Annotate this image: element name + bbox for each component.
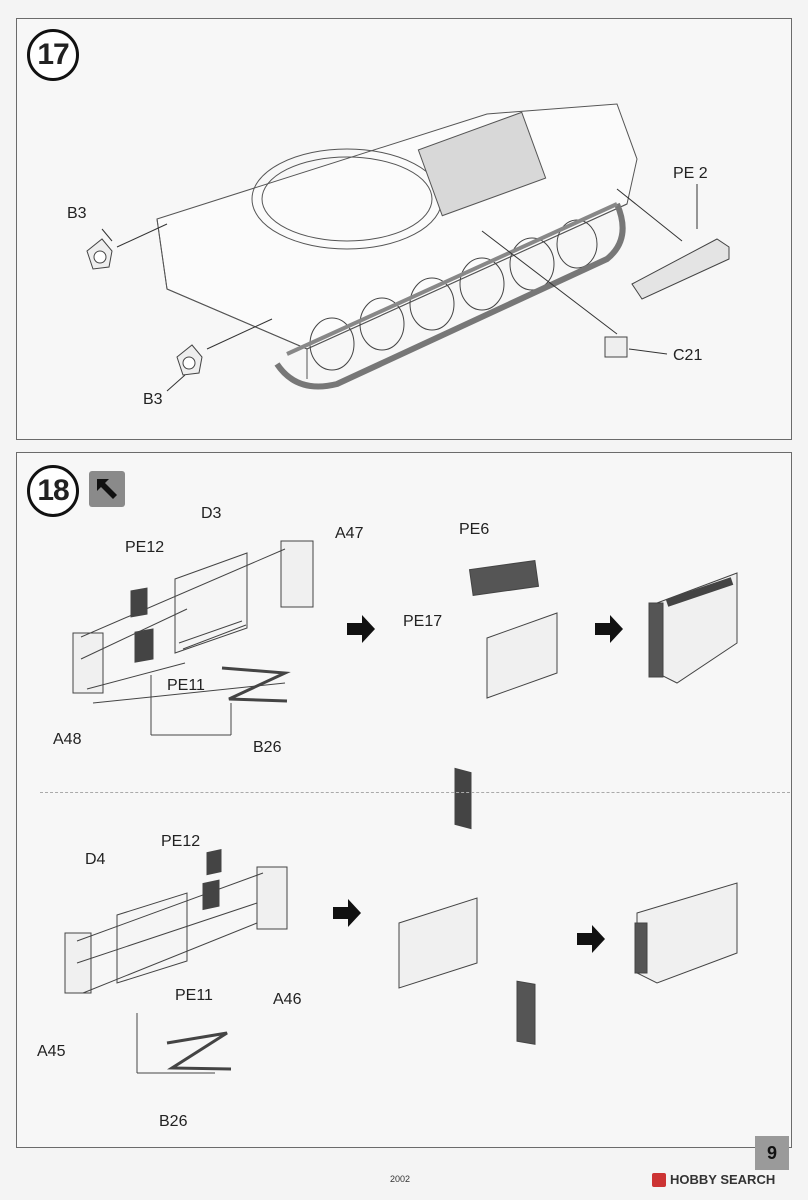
label-a48: A48 <box>53 731 82 748</box>
label-pe2: PE 2 <box>673 165 708 182</box>
section-divider <box>40 792 790 793</box>
label-pe12: PE12 <box>125 539 165 556</box>
step-17-panel: 17 B3 B3 PE 2 C21 <box>16 18 792 440</box>
page-number: 9 <box>755 1136 789 1170</box>
label-pe6: PE6 <box>459 521 490 538</box>
assembly-upper <box>72 540 314 736</box>
label-a46: A46 <box>273 991 302 1008</box>
label-b3-bottom: B3 <box>143 391 163 408</box>
watermark: HOBBY SEARCH <box>652 1172 775 1187</box>
print-code: 2002 <box>390 1174 411 1184</box>
label-d3: D3 <box>201 505 222 522</box>
right-assembly-lower <box>634 882 738 984</box>
step-number-18: 18 <box>27 465 79 517</box>
label-b26: B26 <box>253 739 282 756</box>
right-assembly-upper <box>648 572 738 684</box>
label-a45: A45 <box>37 1043 66 1060</box>
watermark-logo-icon <box>652 1172 666 1187</box>
direction-arrows <box>333 615 623 953</box>
label-pe11: PE11 <box>167 677 205 694</box>
label-pe11-lower: PE11 <box>175 987 213 1004</box>
label-c21: C21 <box>673 347 703 364</box>
label-a47: A47 <box>335 525 364 542</box>
part-c21 <box>604 336 628 358</box>
step-17-drawing <box>86 103 730 392</box>
step-18-panel: 18 D3 PE12 A47 PE11 A48 B26 PE6 PE17 PE1… <box>16 452 792 1148</box>
step-18-drawing <box>64 540 738 1074</box>
arrow-direction-icon <box>89 471 125 507</box>
label-b3-top: B3 <box>67 205 87 222</box>
label-b26-lower: B26 <box>159 1113 188 1130</box>
part-b3-bottom <box>176 344 203 376</box>
label-d4: D4 <box>85 851 106 868</box>
step-number-17: 17 <box>27 29 79 81</box>
label-pe12-lower: PE12 <box>161 833 201 850</box>
label-pe17: PE17 <box>403 613 443 630</box>
part-b3-top <box>86 238 113 270</box>
part-pe2 <box>631 238 730 300</box>
middle-assembly-lower <box>398 897 536 1045</box>
middle-assembly-upper <box>454 559 558 830</box>
assembly-lower <box>64 849 288 1074</box>
watermark-text: HOBBY SEARCH <box>670 1172 776 1187</box>
